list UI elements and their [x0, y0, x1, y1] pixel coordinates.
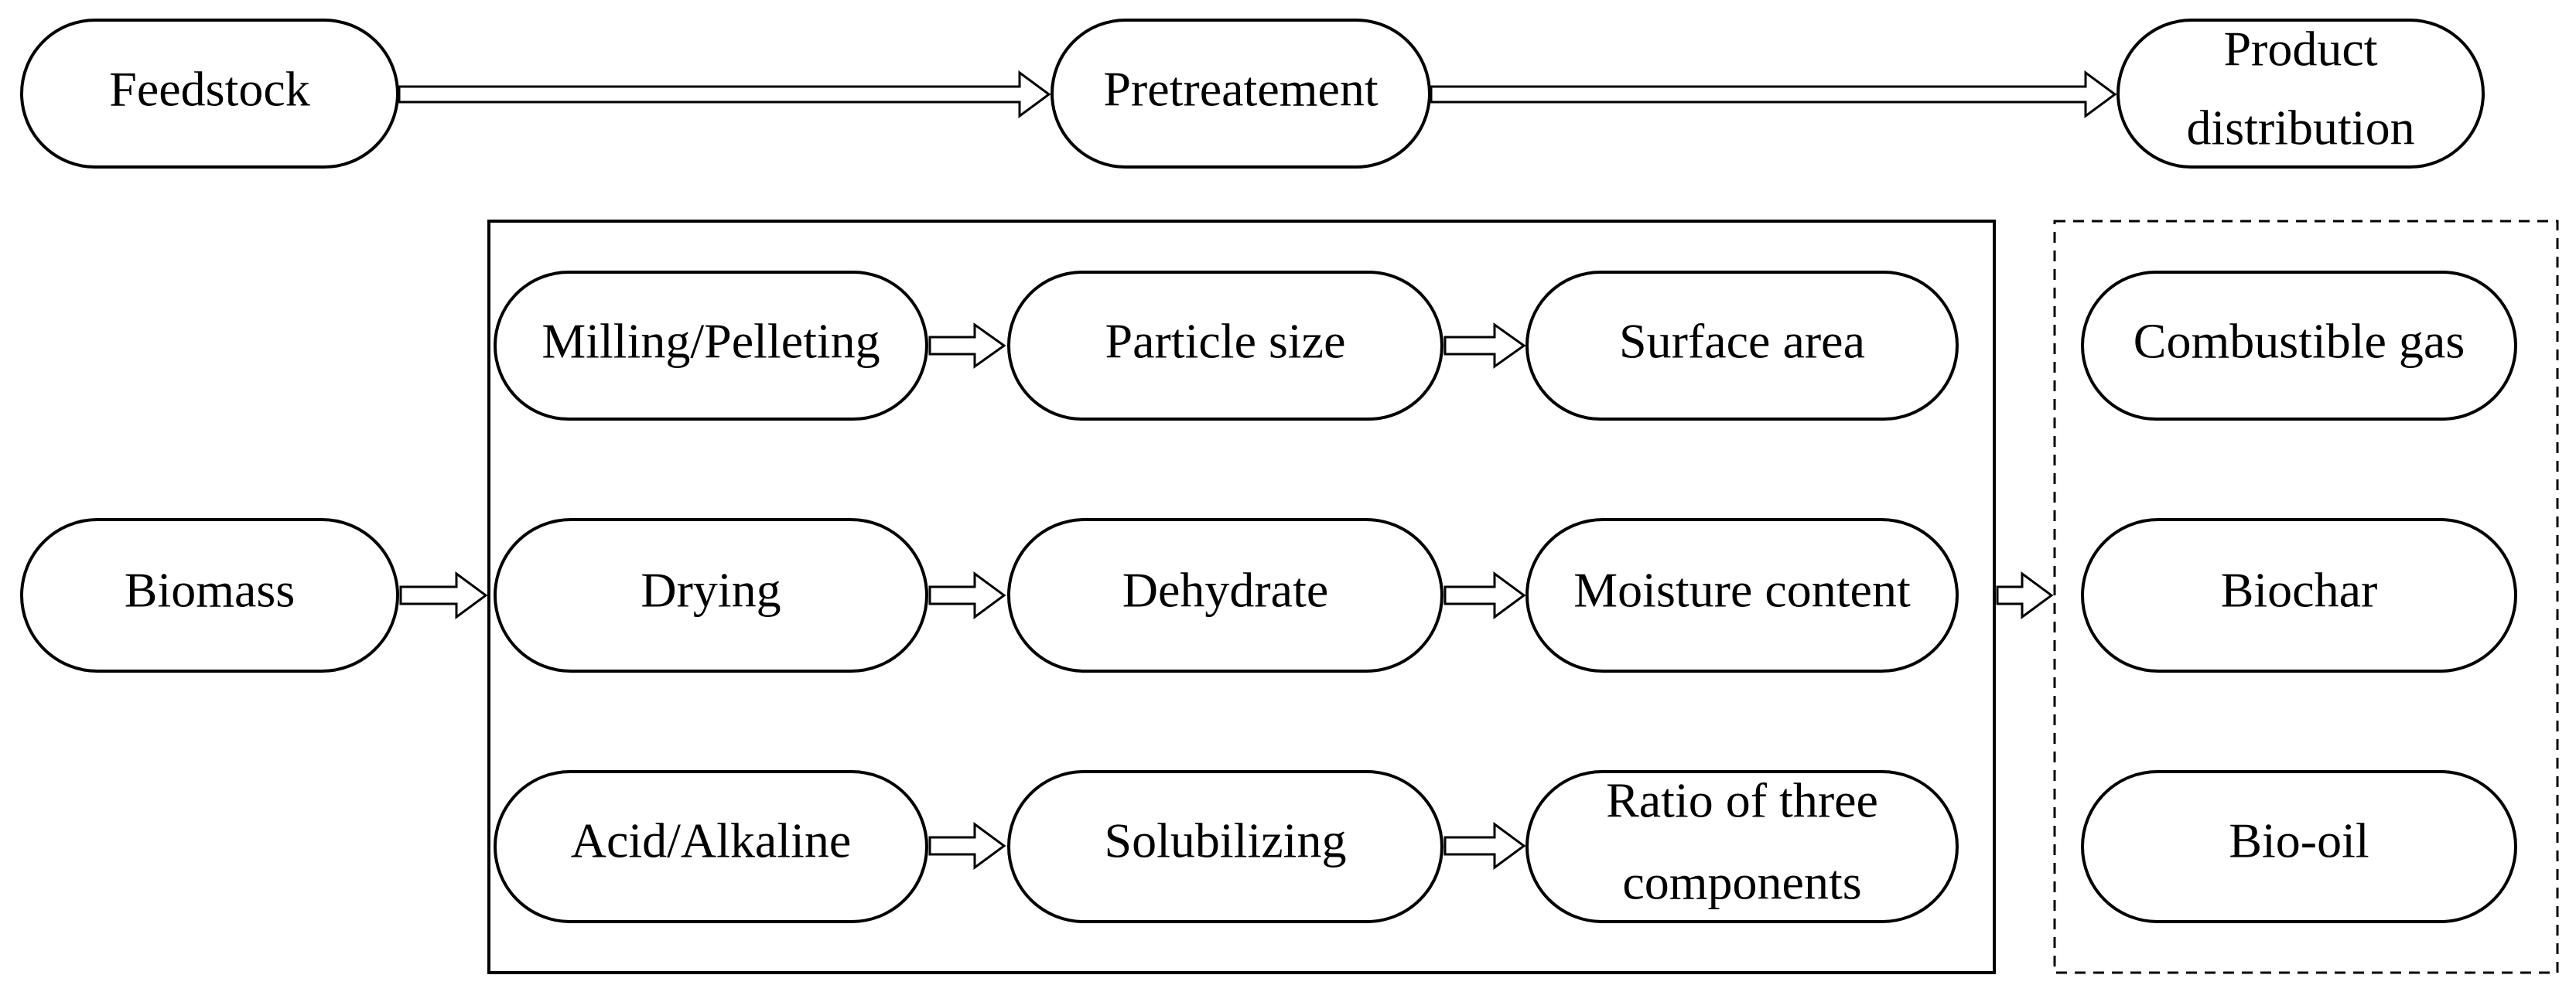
dehydrate-label: Dehydrate	[1122, 563, 1329, 618]
arrow-feedstock-to-pretreatment	[398, 70, 1051, 118]
bio-oil-node: Bio-oil	[2081, 770, 2517, 923]
combustible-gas-node: Combustible gas	[2081, 271, 2517, 421]
feedstock-node: Feedstock	[20, 19, 399, 169]
product-distribution-label-line1: Product	[2223, 22, 2377, 77]
acid-alkaline-node: Acid/Alkaline	[494, 770, 928, 923]
arrow-acid-to-solubilizing	[928, 822, 1006, 870]
arrow-drying-to-dehydrate	[928, 571, 1006, 619]
solubilizing-label: Solubilizing	[1105, 813, 1347, 868]
biomass-node: Biomass	[20, 518, 399, 673]
bio-oil-label: Bio-oil	[2229, 813, 2369, 868]
solubilizing-node: Solubilizing	[1007, 770, 1443, 923]
surface-area-node: Surface area	[1525, 271, 1959, 421]
particle-size-node: Particle size	[1007, 271, 1443, 421]
products-frame	[2053, 220, 2559, 974]
acid-alkaline-label: Acid/Alkaline	[571, 813, 852, 868]
ratio-label-line2: components	[1622, 855, 1861, 910]
surface-area-label: Surface area	[1619, 314, 1865, 369]
ratio-of-three-components-node: Ratio of three components	[1525, 770, 1959, 923]
milling-pelleting-node: Milling/Pelleting	[494, 271, 928, 421]
biochar-node: Biochar	[2081, 518, 2517, 673]
arrow-particle-size-to-surface-area	[1443, 322, 1526, 369]
particle-size-label: Particle size	[1105, 314, 1346, 369]
pretreatment-label: Pretreatement	[1103, 62, 1379, 117]
arrow-dehydrate-to-moisture-content	[1443, 571, 1526, 619]
biomass-label: Biomass	[125, 563, 295, 618]
combustible-gas-label: Combustible gas	[2134, 314, 2465, 369]
arrow-pretreatment-to-product	[1430, 70, 2117, 118]
moisture-content-node: Moisture content	[1525, 518, 1959, 673]
arrow-milling-to-particle-size	[928, 322, 1006, 369]
arrow-pretreatment-box-to-products	[1996, 571, 2054, 619]
drying-label: Drying	[641, 563, 781, 618]
dehydrate-node: Dehydrate	[1007, 518, 1443, 673]
arrow-solubilizing-to-ratio	[1443, 822, 1526, 870]
biochar-label: Biochar	[2221, 563, 2378, 618]
ratio-label-line1: Ratio of three	[1606, 773, 1878, 828]
drying-node: Drying	[494, 518, 928, 673]
milling-pelleting-label: Milling/Pelleting	[542, 314, 880, 369]
product-distribution-node: Product distribution	[2116, 19, 2485, 169]
arrow-biomass-to-pretreatment-box	[399, 571, 488, 619]
moisture-content-label: Moisture content	[1573, 563, 1911, 618]
pretreatment-node: Pretreatement	[1051, 19, 1431, 169]
pretreatment-methods-frame	[487, 220, 1996, 974]
feedstock-label: Feedstock	[109, 62, 310, 117]
product-distribution-label-line2: distribution	[2186, 101, 2414, 155]
